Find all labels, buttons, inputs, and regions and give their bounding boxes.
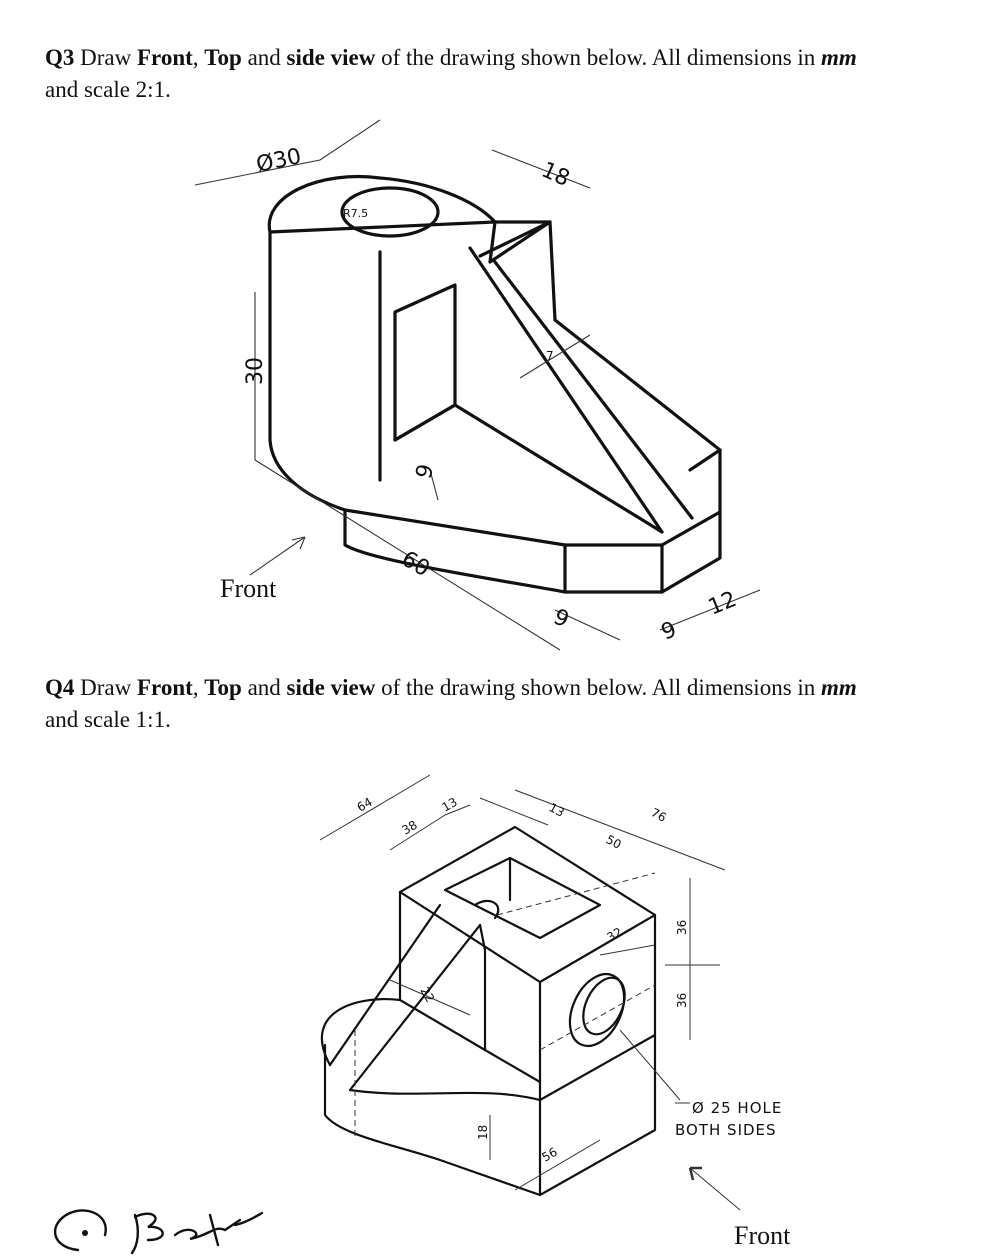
q3-word-side: side view <box>286 45 376 70</box>
q3-dim-7: 7 <box>546 349 554 363</box>
q4-unit: mm <box>821 675 857 700</box>
q4-side-hole <box>568 972 626 1048</box>
q4-word-front: Front <box>136 675 193 700</box>
q4-base-top <box>321 998 402 1067</box>
q3-base-bottom <box>343 508 567 594</box>
q4-side-hole-inner <box>582 976 626 1036</box>
q3-front-arrow <box>249 536 306 576</box>
q4-hidden-line-1 <box>496 872 656 916</box>
q3-boss-left-edge <box>268 230 347 512</box>
q3-rib-top <box>478 220 552 258</box>
q4-rib-3 <box>478 923 487 952</box>
q4-text: Q4 Draw Front, Top and side view of the … <box>45 672 965 736</box>
q3-isometric-drawing: Ø30 R7.5 18 30 7 9 60 9 9 12 <box>194 119 761 651</box>
q4-isometric-drawing: 64 38 13 13 76 50 32 36 36 22 18 56 Ø 25… <box>319 774 782 1211</box>
q3-base-front <box>563 543 664 594</box>
q3-recess-floor <box>393 403 664 534</box>
q4-hidden-line-2 <box>539 984 656 1051</box>
q4-dim-56: 56 <box>540 1145 560 1165</box>
q3-base-right <box>660 510 722 594</box>
q3-block-back <box>548 220 557 322</box>
q3-comma: , <box>192 45 199 70</box>
q3-dim-30v: 30 <box>243 357 268 385</box>
q3-dim-9c: 9 <box>658 617 680 645</box>
q4-hole-note-line2: BOTH SIDES <box>675 1121 777 1139</box>
q4-base-front <box>348 1088 542 1102</box>
q4-dim-76: 76 <box>649 805 669 825</box>
q4-word-draw: Draw <box>80 675 132 700</box>
q3-front-label: Front <box>220 574 277 603</box>
q3-right-wall-top <box>688 448 722 472</box>
q3-boss-top <box>267 175 497 234</box>
q3-word-draw: Draw <box>80 45 132 70</box>
q4-word-top: Top <box>204 675 242 700</box>
q4-dim-36a: 36 <box>675 920 689 935</box>
q4-comma: , <box>192 675 199 700</box>
q4-number: Q4 <box>45 675 75 700</box>
q3-dim-9a: 9 <box>412 462 440 482</box>
q3-rest: of the drawing shown below. All dimensio… <box>381 45 816 70</box>
q4-front-label: Front <box>734 1221 791 1250</box>
q3-hole <box>340 186 440 238</box>
q4-block-front-face <box>538 913 657 1102</box>
q4-front-arrow <box>689 1167 741 1211</box>
q3-rib-left <box>468 246 664 534</box>
q3-dim-12: 12 <box>705 587 740 621</box>
q3-dim-9b: 9 <box>550 605 573 634</box>
q4-rest: of the drawing shown below. All dimensio… <box>381 675 816 700</box>
q4-dim-18: 18 <box>476 1125 490 1140</box>
q4-dim-32: 32 <box>605 925 625 945</box>
q3-rib-right <box>493 260 694 520</box>
q4-word-and: and <box>247 675 281 700</box>
q3-text: Q3 Draw Front, Top and side view of the … <box>45 42 965 106</box>
q4-rib-2 <box>348 923 482 1092</box>
q3-unit: mm <box>821 45 857 70</box>
signature-image <box>53 1209 264 1255</box>
q3-dim-18: 18 <box>538 158 574 192</box>
q4-dim-50: 50 <box>604 832 624 852</box>
q4-top-hole-arc <box>473 899 500 920</box>
q3-word-top: Top <box>204 45 242 70</box>
q3-top-surface <box>488 220 552 264</box>
q4-base-right <box>538 1033 657 1197</box>
q4-dim-36b: 36 <box>675 993 689 1008</box>
q4-dim-64: 64 <box>355 795 375 815</box>
q4-hole-note-line1: Ø 25 HOLE <box>692 1099 782 1117</box>
q3-dim-d30: Ø30 <box>254 144 304 178</box>
q4-dim-13b: 13 <box>547 800 567 820</box>
q4-base-step <box>483 1048 542 1084</box>
q3-word-front: Front <box>136 45 193 70</box>
q4-line2: and scale 1:1. <box>45 707 171 732</box>
q4-dim-13a: 13 <box>440 795 460 815</box>
q3-line2: and scale 2:1. <box>45 77 171 102</box>
q4-word-side: side view <box>286 675 376 700</box>
q3-dim-r75: R7.5 <box>343 207 368 220</box>
q3-word-and: and <box>247 45 281 70</box>
q4-dim-38: 38 <box>400 818 420 838</box>
q4-dim-22: 22 <box>417 985 437 1005</box>
q4-rib-1 <box>328 903 442 1067</box>
q3-base-front-top <box>343 508 664 547</box>
q3-recess-back <box>393 283 457 442</box>
q4-square-opening <box>443 856 602 940</box>
q4-base-left <box>323 1043 542 1197</box>
q3-number: Q3 <box>45 45 75 70</box>
